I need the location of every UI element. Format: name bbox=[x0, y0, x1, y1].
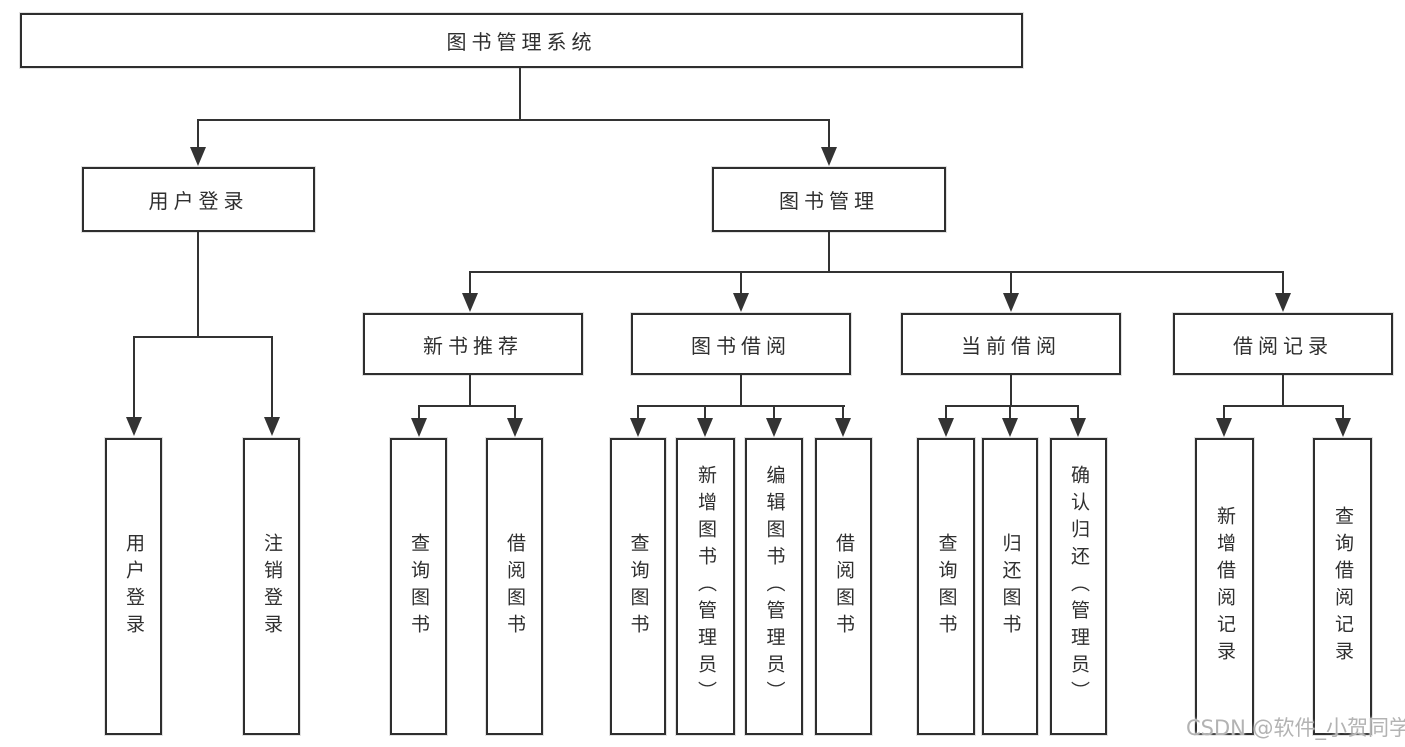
node-user-login-label: 用户登录 bbox=[148, 189, 249, 213]
arrow-down-icon bbox=[126, 417, 142, 436]
leaf-confirm-return-admin: 确认归还（管理员） bbox=[1050, 438, 1107, 735]
arrow-down-icon bbox=[411, 418, 427, 437]
connector-current-borrowing-stub bbox=[1010, 375, 1012, 407]
arrow-down-icon bbox=[1002, 418, 1018, 437]
leaf-user-login: 用户登录 bbox=[105, 438, 162, 735]
leaf-query-books-borrowing-label: 查询图书 bbox=[627, 532, 650, 641]
connector-book-management-stub bbox=[828, 232, 830, 273]
connector-to-new-book bbox=[469, 271, 471, 296]
leaf-borrow-books-recommend-label: 借阅图书 bbox=[504, 532, 526, 641]
leaf-add-book-admin: 新增图书（管理员） bbox=[676, 438, 735, 735]
leaf-return-book: 归还图书 bbox=[982, 438, 1038, 735]
node-user-login: 用户登录 bbox=[82, 167, 315, 232]
connector-borrowing-records-stub bbox=[1282, 375, 1284, 407]
leaf-query-books-recommend-label: 查询图书 bbox=[408, 532, 430, 641]
leaf-borrow-books-borrowing: 借阅图书 bbox=[815, 438, 872, 735]
arrow-down-icon bbox=[766, 418, 782, 437]
node-book-borrowing: 图书借阅 bbox=[631, 313, 851, 375]
connector-leaf-stub bbox=[1009, 405, 1011, 421]
connector-leaf-stub bbox=[637, 405, 639, 421]
connector-leaf-stub bbox=[418, 405, 420, 421]
leaf-query-borrow-record-label: 查询借阅记录 bbox=[1332, 505, 1354, 668]
connector-leaf-stub bbox=[945, 405, 947, 421]
connector-borrowing-records-hline bbox=[1223, 405, 1344, 407]
node-new-book-recommendation: 新书推荐 bbox=[363, 313, 583, 375]
connector-root-hline bbox=[197, 119, 830, 121]
leaf-add-borrow-record: 新增借阅记录 bbox=[1195, 438, 1254, 735]
connector-leaf-stub bbox=[842, 405, 844, 421]
node-book-borrowing-label: 图书借阅 bbox=[691, 333, 791, 358]
leaf-borrow-books-borrowing-label: 借阅图书 bbox=[833, 532, 855, 641]
leaf-add-borrow-record-label: 新增借阅记录 bbox=[1214, 505, 1236, 668]
connector-leaf-stub bbox=[1077, 405, 1079, 421]
arrow-down-icon bbox=[1003, 293, 1019, 312]
arrow-down-icon bbox=[835, 418, 851, 437]
node-book-management: 图书管理 bbox=[712, 167, 946, 232]
arrow-down-icon bbox=[697, 418, 713, 437]
arrow-down-icon bbox=[1216, 418, 1232, 437]
leaf-query-books-current-label: 查询图书 bbox=[935, 532, 958, 641]
connector-user-login-stub bbox=[197, 232, 199, 338]
leaf-edit-book-admin: 编辑图书（管理员） bbox=[745, 438, 803, 735]
leaf-logout-label: 注销登录 bbox=[261, 532, 283, 641]
node-new-book-recommendation-label: 新书推荐 bbox=[423, 333, 523, 358]
connector-book-borrowing-stub bbox=[740, 375, 742, 407]
connector-leaf-stub bbox=[1223, 405, 1225, 421]
connector-to-borrowing-records bbox=[1282, 271, 1284, 296]
leaf-confirm-return-admin-label: 确认归还（管理员） bbox=[1068, 465, 1090, 708]
arrow-down-icon bbox=[733, 293, 749, 312]
arrow-down-icon bbox=[938, 418, 954, 437]
connector-to-book-borrowing bbox=[740, 271, 742, 296]
connector-leaf-stub bbox=[773, 405, 775, 421]
connector-book-management-hline bbox=[469, 271, 1284, 273]
leaf-query-books-recommend: 查询图书 bbox=[390, 438, 447, 735]
connector-book-borrowing-hline bbox=[637, 405, 845, 407]
arrow-down-icon bbox=[507, 418, 523, 437]
node-borrowing-records-label: 借阅记录 bbox=[1233, 333, 1333, 358]
node-book-management-label: 图书管理 bbox=[779, 189, 879, 213]
connector-leaf-stub bbox=[704, 405, 706, 421]
arrow-down-icon bbox=[821, 147, 837, 166]
connector-to-user-login bbox=[197, 119, 199, 151]
connector-leaf-stub bbox=[514, 405, 516, 421]
leaf-user-login-label: 用户登录 bbox=[123, 532, 145, 641]
connector-user-login-hline bbox=[133, 336, 273, 338]
root-node-label: 图书管理系统 bbox=[446, 30, 597, 54]
leaf-add-book-admin-label: 新增图书（管理员） bbox=[695, 465, 717, 708]
connector-to-book-management bbox=[828, 119, 830, 151]
connector-new-book-stub bbox=[469, 375, 471, 407]
connector-to-current-borrowing bbox=[1010, 271, 1012, 296]
leaf-logout: 注销登录 bbox=[243, 438, 300, 735]
connector-leaf-stub bbox=[1342, 405, 1344, 421]
connector-current-borrowing-hline bbox=[945, 405, 1079, 407]
node-current-borrowing: 当前借阅 bbox=[901, 313, 1121, 375]
arrow-down-icon bbox=[1335, 418, 1351, 437]
arrow-down-icon bbox=[462, 293, 478, 312]
leaf-borrow-books-recommend: 借阅图书 bbox=[486, 438, 543, 735]
arrow-down-icon bbox=[1070, 418, 1086, 437]
arrow-down-icon bbox=[1275, 293, 1291, 312]
connector-to-leaf-logout bbox=[271, 336, 273, 420]
leaf-query-books-current: 查询图书 bbox=[917, 438, 975, 735]
watermark: CSDN @软件_小贺同学 bbox=[1186, 716, 1405, 740]
leaf-edit-book-admin-label: 编辑图书（管理员） bbox=[763, 465, 786, 708]
leaf-query-borrow-record: 查询借阅记录 bbox=[1313, 438, 1372, 735]
connector-to-leaf-user-login bbox=[133, 336, 135, 420]
leaf-return-book-label: 归还图书 bbox=[999, 532, 1022, 641]
arrow-down-icon bbox=[630, 418, 646, 437]
arrow-down-icon bbox=[264, 417, 280, 436]
root-node: 图书管理系统 bbox=[20, 13, 1023, 68]
node-borrowing-records: 借阅记录 bbox=[1173, 313, 1393, 375]
connector-new-book-hline bbox=[418, 405, 516, 407]
connector-root-stub bbox=[519, 68, 521, 121]
arrow-down-icon bbox=[190, 147, 206, 166]
leaf-query-books-borrowing: 查询图书 bbox=[610, 438, 666, 735]
node-current-borrowing-label: 当前借阅 bbox=[961, 333, 1061, 358]
